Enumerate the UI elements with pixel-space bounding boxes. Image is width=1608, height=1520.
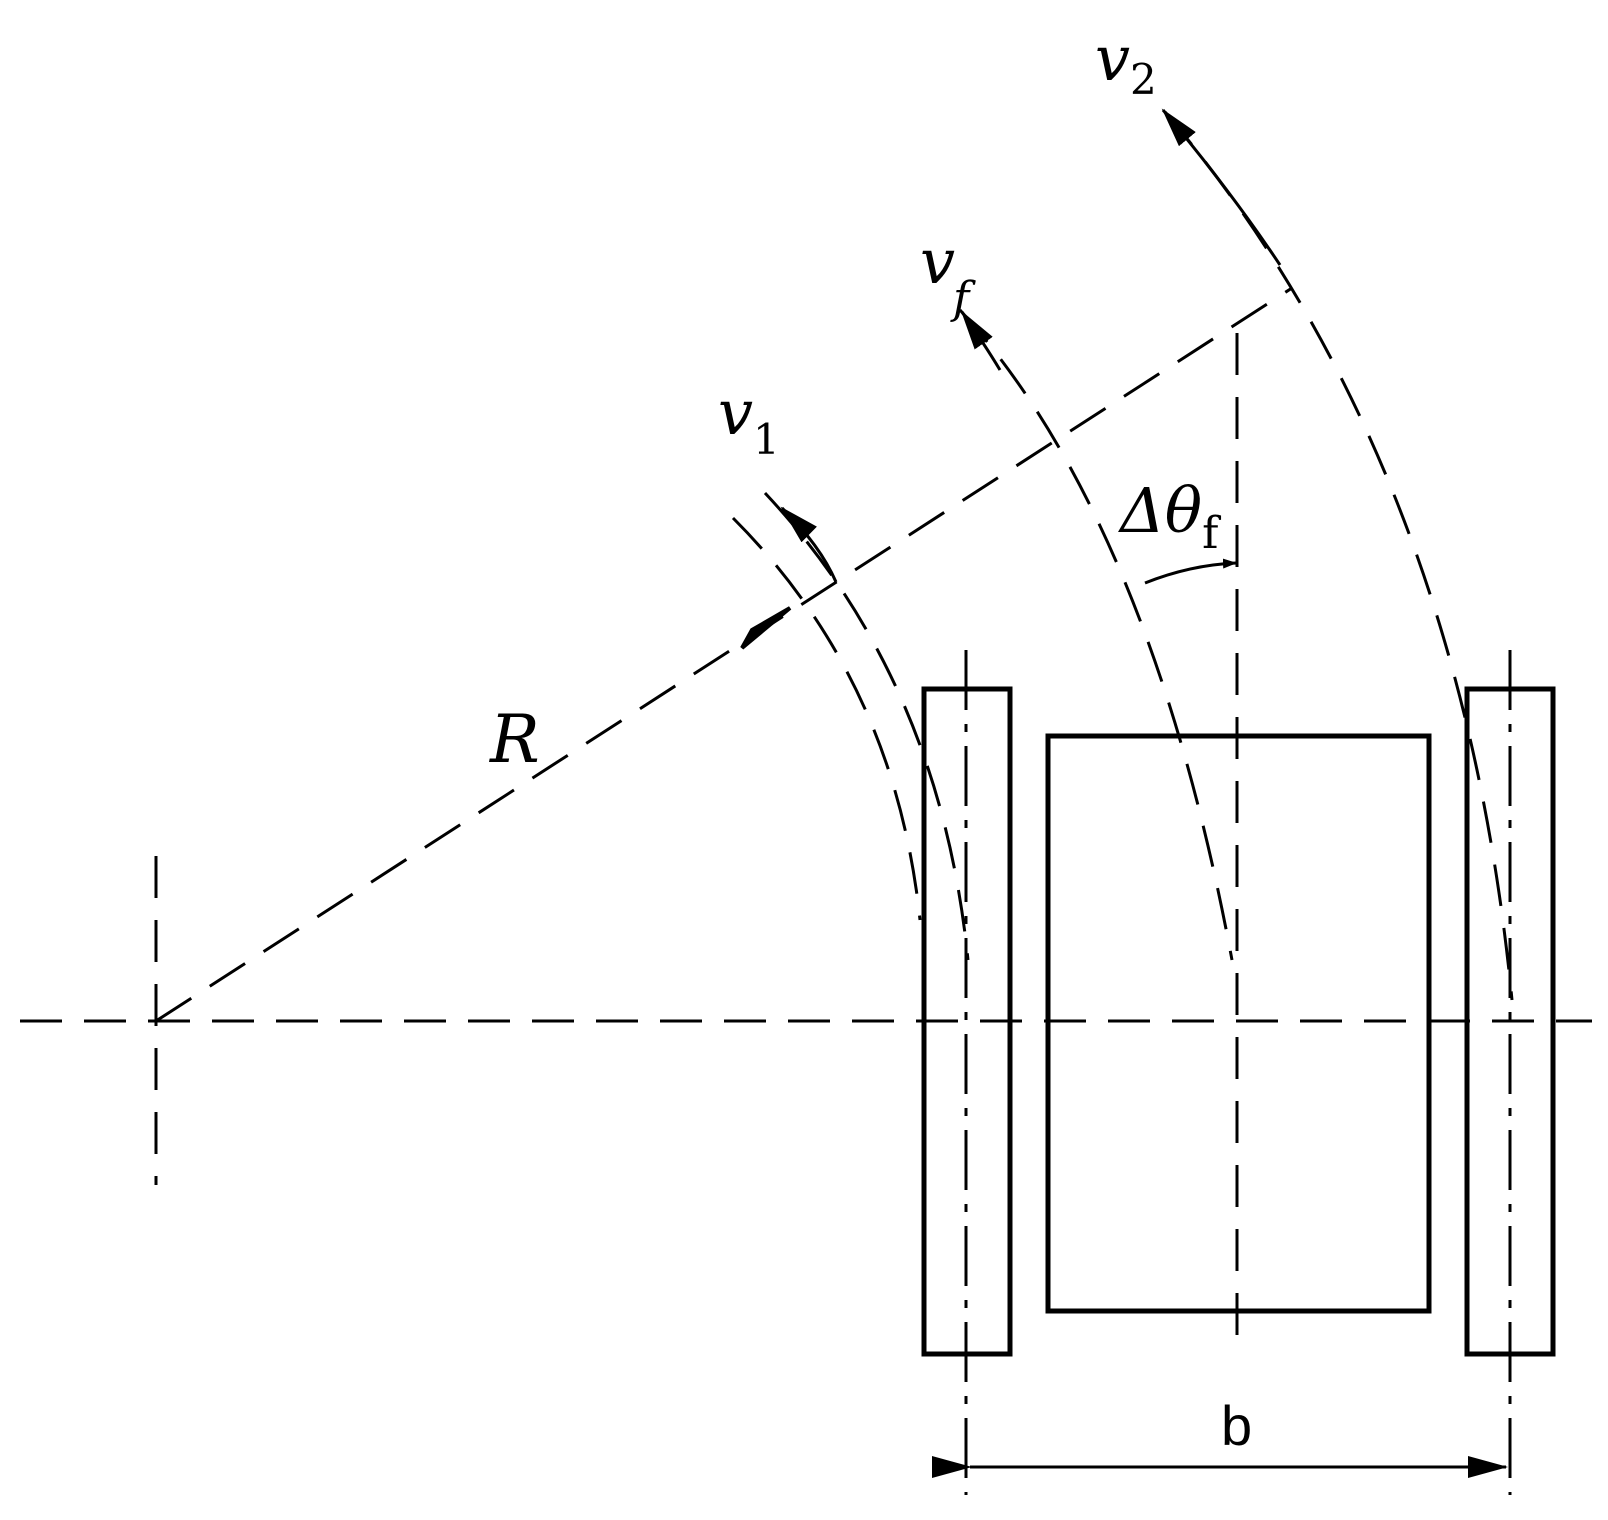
dtheta-arc-arrow bbox=[1144, 558, 1237, 585]
label-v1: v1 bbox=[718, 376, 780, 464]
v1-arrow bbox=[780, 506, 838, 583]
inner-arc-outer bbox=[731, 516, 922, 921]
v2-arrow bbox=[1161, 108, 1282, 266]
label-v2: v2 bbox=[1095, 22, 1157, 104]
radius-line bbox=[155, 286, 1293, 1023]
label-b: b bbox=[1221, 1394, 1252, 1457]
center-arc bbox=[958, 308, 1234, 961]
label-delta-theta-f: Δθf bbox=[1118, 474, 1221, 559]
radius-arrowhead bbox=[740, 606, 792, 650]
label-R: R bbox=[489, 701, 540, 778]
vf-arrow bbox=[960, 310, 1002, 371]
inner-arc-inner bbox=[763, 491, 970, 961]
